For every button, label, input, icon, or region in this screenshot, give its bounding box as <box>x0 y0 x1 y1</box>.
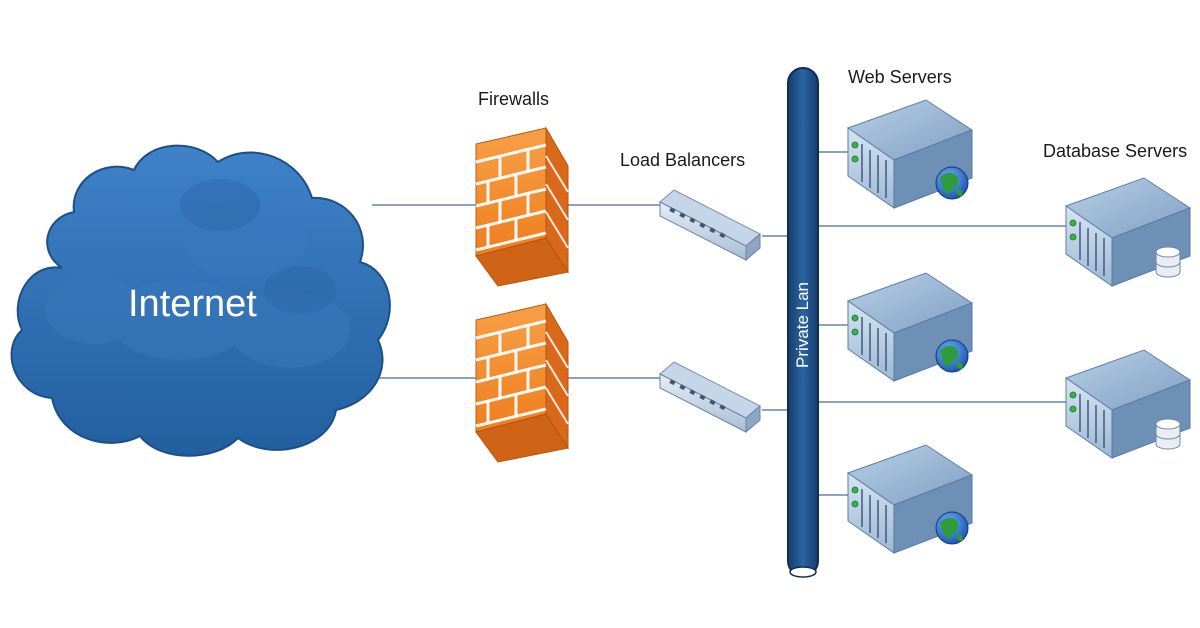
globe-icon <box>935 166 969 200</box>
load-balancer-1 <box>659 189 761 261</box>
web-server-2 <box>847 272 973 382</box>
database-servers-label: Database Servers <box>1043 141 1188 161</box>
private-lan-label: Private Lan <box>793 282 812 368</box>
web-servers-label: Web Servers <box>848 67 952 87</box>
web-server-3 <box>847 444 973 554</box>
globe-icon <box>935 339 969 373</box>
load-balancers-label: Load Balancers <box>620 150 746 170</box>
database-server-2 <box>1065 349 1191 459</box>
web-server-1 <box>847 99 973 209</box>
internet-cloud <box>10 144 391 457</box>
firewall-1 <box>474 124 574 292</box>
database-icon <box>1155 418 1181 450</box>
firewalls-label: Firewalls <box>478 89 550 109</box>
database-server-1 <box>1065 177 1191 287</box>
globe-icon <box>935 511 969 545</box>
database-icon <box>1155 246 1181 278</box>
firewall-2 <box>474 300 574 468</box>
internet-label: Internet <box>128 283 257 325</box>
connector-lines <box>372 151 1068 496</box>
load-balancer-2 <box>659 361 761 433</box>
private-lan-bus <box>787 67 819 578</box>
